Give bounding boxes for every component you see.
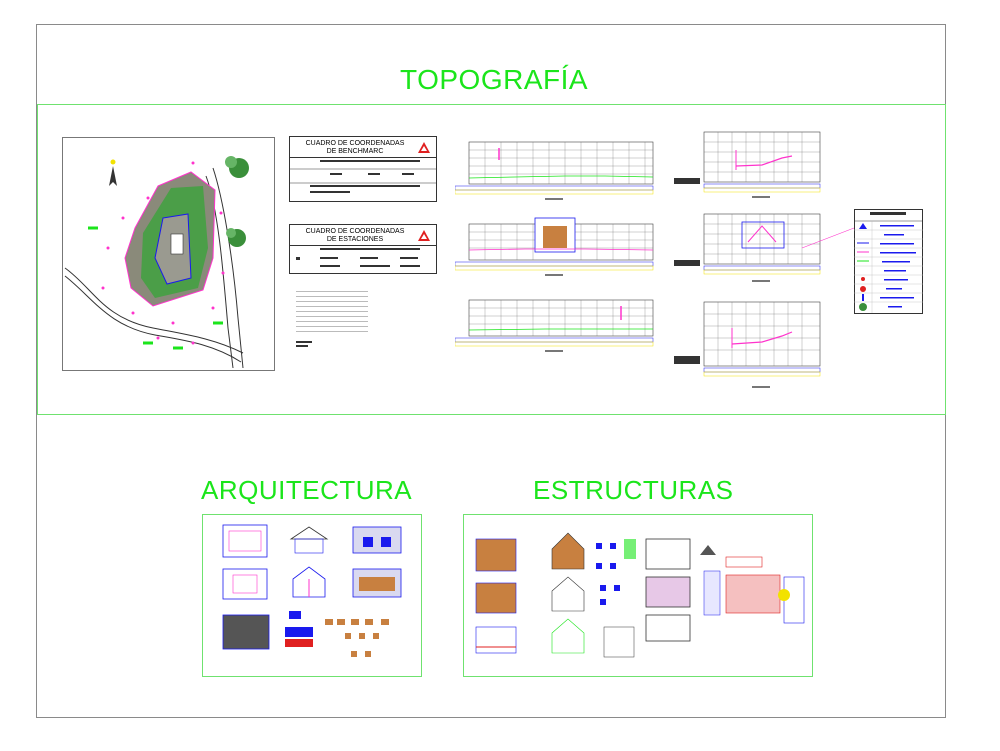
- estructuras-frame: [463, 514, 813, 677]
- section-title-topografia: TOPOGRAFÍA: [400, 64, 589, 95]
- tree-icon: [226, 228, 246, 247]
- profile-1: [455, 141, 654, 200]
- benchmark-table-title: CUADRO DE COORDENADAS DE BENCHMARC: [305, 140, 405, 155]
- arquitectura-sheets: [222, 524, 402, 657]
- triangle-marker-icon: [418, 230, 430, 241]
- section-title-arquitectura: ARQUITECTURA: [201, 475, 413, 505]
- tree-icon: [225, 156, 249, 178]
- survey-points-list: [296, 291, 368, 347]
- triangle-marker-icon: [418, 142, 430, 153]
- profile-6: [674, 301, 821, 388]
- site-plan-drawing: [64, 156, 249, 369]
- profile-4: [674, 131, 821, 198]
- arquitectura-frame: [202, 514, 422, 677]
- site-plan: [62, 137, 275, 371]
- stations-coordinates-table: CUADRO DE COORDENADAS DE ESTACIONES: [289, 224, 437, 274]
- benchmark-coordinates-table: CUADRO DE COORDENADAS DE BENCHMARC: [289, 136, 437, 202]
- section-title-estructuras: ESTRUCTURAS: [533, 475, 734, 505]
- estructuras-sheets: [475, 532, 805, 658]
- topografia-frame: [37, 104, 946, 415]
- legend-table: [854, 209, 923, 314]
- north-arrow-icon: [109, 159, 117, 186]
- stations-table-title: CUADRO DE COORDENADAS DE ESTACIONES: [305, 228, 405, 243]
- profile-3: [455, 299, 654, 352]
- profile-2: [455, 217, 654, 276]
- profile-5: [674, 213, 821, 282]
- reference-leader-line: [801, 227, 855, 249]
